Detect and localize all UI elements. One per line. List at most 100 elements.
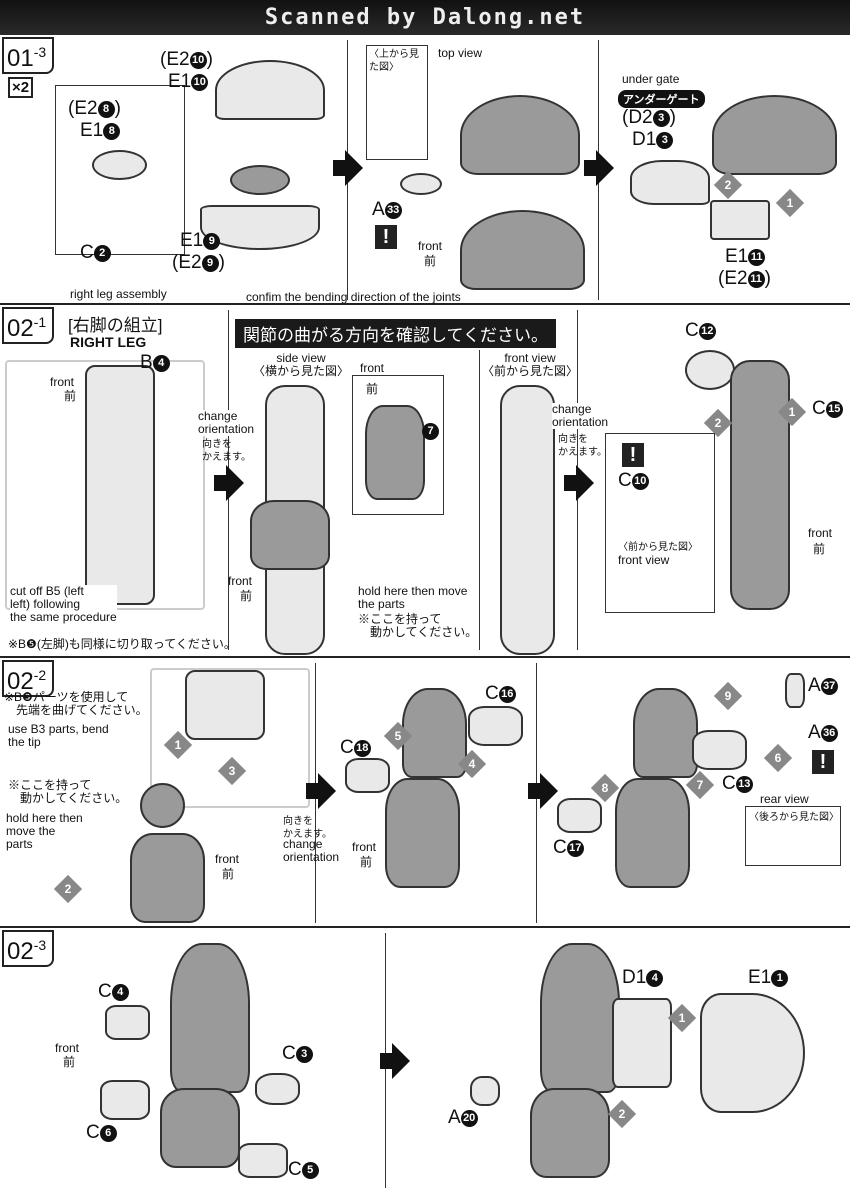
label-text: 1: [788, 405, 796, 419]
sequence-1: 1: [667, 1003, 697, 1033]
label-text: 2: [64, 882, 72, 896]
part-drawing: [130, 833, 205, 923]
label-text: E1: [725, 246, 749, 267]
step-number: 02-1: [2, 307, 55, 344]
label-text: D1: [622, 967, 647, 988]
part-drawing: [785, 673, 805, 708]
label-text: E1: [80, 120, 104, 141]
label-text: 8: [97, 101, 115, 118]
part-drawing: [692, 730, 747, 770]
label-text: 02: [7, 315, 34, 342]
label-text: 5: [394, 729, 402, 743]
label-text: E1: [748, 967, 772, 988]
sequence-1: 1: [775, 188, 805, 218]
step-label: 01: [7, 45, 34, 72]
sequence-5: 5: [383, 721, 413, 751]
label-text: front view: [504, 351, 556, 365]
label-text: 10: [189, 52, 207, 69]
front-label: front: [50, 375, 75, 389]
label-text: ): [206, 49, 213, 70]
part-drawing: [460, 95, 580, 175]
label-text: 8: [601, 781, 609, 795]
step-02-1: 02-1 [右脚の組立] RIGHT LEG 関節の曲がる方向を確認してください…: [0, 305, 850, 658]
divider: [479, 350, 480, 650]
label-text: 2: [714, 416, 722, 430]
sequence-7: 7: [685, 770, 715, 800]
step-02-2: 02-2 ※B❸パーツを使用して 先端を曲げてください。 use B3 part…: [0, 658, 850, 928]
side-view-label: side view〈横から見た図〉: [253, 352, 349, 378]
front-label-jp: 前: [424, 254, 437, 268]
label-text: C: [485, 683, 499, 704]
top-view-label: top view: [438, 46, 483, 60]
part-drawing: [238, 1143, 288, 1178]
label-text: 2: [93, 245, 111, 262]
part-drawing: [85, 365, 155, 605]
label-text: 10: [631, 473, 649, 490]
part-drawing: [345, 758, 390, 793]
section-title: RIGHT LEG: [70, 334, 147, 350]
front-label: front: [418, 239, 443, 253]
part-drawing: [140, 783, 185, 828]
label-text: 17: [566, 840, 584, 857]
part-drawing: [615, 778, 690, 888]
label-text: C: [98, 981, 112, 1002]
label-text: 3: [295, 1046, 313, 1063]
label-text: 6: [774, 751, 782, 765]
label-text: 6: [99, 1125, 117, 1142]
next-arrow-icon: [214, 465, 244, 501]
part-drawing: [530, 1088, 610, 1178]
change-orientation-label: change orientation: [552, 402, 609, 429]
part-drawing: [230, 165, 290, 195]
part-drawing: [215, 60, 325, 120]
label-text: 11: [747, 271, 765, 288]
footer-note: right leg assembly: [70, 287, 167, 301]
part-drawing: [710, 200, 770, 240]
label-text: 7: [422, 423, 439, 440]
change-orientation-label-jp: 向きを かえます。: [558, 434, 607, 458]
label-text: C: [86, 1122, 100, 1143]
label-text: 1: [174, 738, 182, 752]
label-text: 4: [468, 757, 476, 771]
front-label: front: [228, 574, 253, 588]
label-text: 4: [111, 984, 129, 1001]
step-number: 02-3: [2, 930, 55, 967]
front-label-jp: 前: [222, 867, 235, 881]
label-text: B: [140, 352, 153, 373]
label-text: C: [288, 1159, 302, 1180]
label-text: A: [448, 1107, 461, 1128]
part-drawing: [540, 943, 620, 1093]
quantity-badge: ×2: [8, 77, 34, 98]
hold-note: hold here then move the parts: [358, 584, 468, 611]
label-text: 15: [825, 401, 843, 418]
label-text: 10: [191, 74, 209, 91]
cutoff-note-jp: ※B❺(左脚)も同様に切り取ってください。: [8, 637, 236, 651]
sequence-2: 2: [53, 874, 83, 904]
part-drawing: [400, 173, 442, 195]
sequence-2: 2: [607, 1099, 637, 1129]
part-drawing: [730, 360, 790, 610]
label-text: C: [722, 773, 736, 794]
bend-note: use B3 parts, bend the tip: [8, 722, 109, 749]
part-drawing: [630, 160, 710, 205]
bend-note-jp: ※B❸パーツを使用して 先端を曲げてください。: [4, 690, 148, 717]
sequence-9: 9: [713, 681, 743, 711]
part-drawing: [402, 688, 467, 778]
next-arrow-icon: [584, 150, 614, 186]
rear-view-label-jp: 〈後ろから見た図〉: [749, 812, 839, 823]
label-text: A: [808, 675, 821, 696]
label-text: C: [618, 470, 632, 491]
label-text: 1: [771, 970, 789, 987]
